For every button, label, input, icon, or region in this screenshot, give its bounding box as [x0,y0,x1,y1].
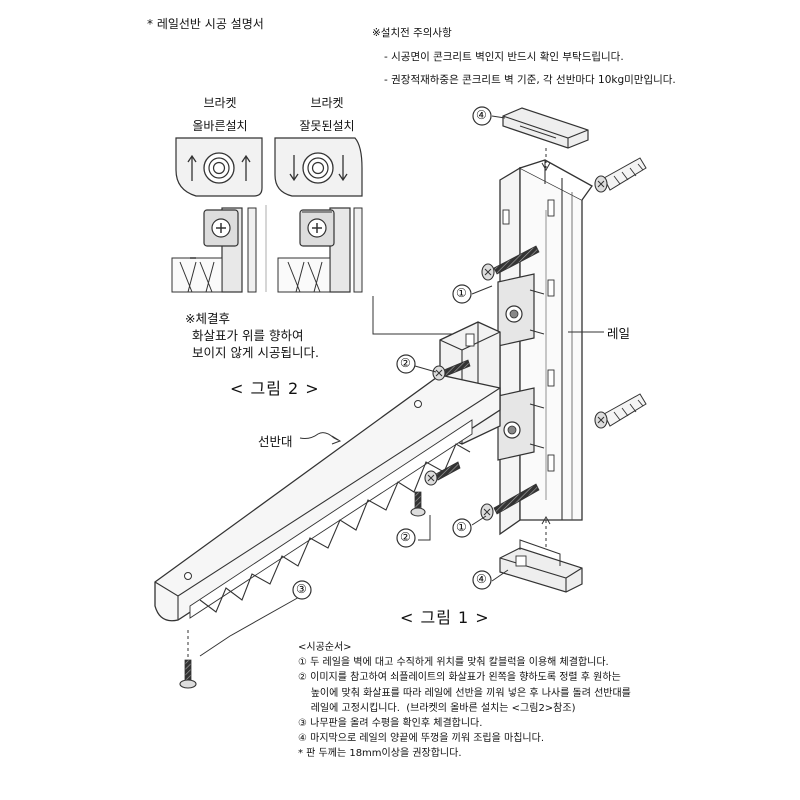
bracket-wrong-label: 브라켓 [310,96,344,110]
step-thickness-note: * 판 두께는 18mm이상을 권장합니다. [298,748,462,760]
shelf-screw-2 [410,491,426,517]
screw-lower [480,483,540,521]
bracket-correct-label: 브라켓 [203,96,237,110]
step-4: ④ 마지막으로 레일의 양끝에 뚜껑을 끼워 조립을 마칩니다. [298,733,544,745]
steps-heading: <시공순서> [298,642,352,653]
install-steps: <시공순서> ① 두 레일을 벽에 대고 수직하게 위치를 맞춰 칼블럭을 이용… [298,640,631,762]
top-end-cap [502,107,589,149]
callout-2-upper: ② [400,356,411,370]
fig2-note-2: 화살표가 위를 향하여 [192,328,304,343]
callout-circles [292,106,492,600]
notice-line-2: - 권장적재하중은 콘크리트 벽 기준, 각 선반마다 10kg미만입니다. [384,74,676,86]
fig2-note-3: 보이지 않게 시공됩니다. [192,345,319,360]
lower-bracket-plate [497,387,545,461]
bracket-wrong-icon [274,137,363,197]
figure-2-caption: < 그림 2 > [230,379,320,398]
shelf-bracket [154,321,501,622]
callout-4-top: ④ [476,108,487,122]
callout-1-upper: ① [456,286,467,300]
figure-1-caption: < 그림 1 > [400,608,490,627]
fig2-note-1: ※체결후 [185,311,230,326]
screw-upper [481,245,540,281]
rail [499,159,593,536]
callout-1-lower: ① [456,520,467,534]
step-2-cont-2: 레일에 고정시킵니다. (브라켓의 올바른 설치는 <그림2>참조) [298,702,576,714]
bracket-correct-icon [175,137,263,197]
wall-anchor-upper [594,157,647,193]
bracket-correct-detail [171,207,258,293]
step-2: ② 이미지를 참고하여 쇠플레이트의 화살표가 왼쪽을 향하도록 정렬 후 원하… [298,672,621,684]
step-2-cont-1: 높이에 맞춰 화살표를 따라 레일에 선반을 끼워 넣은 후 나사를 돌려 선반… [298,687,631,699]
step-1: ① 두 레일을 벽에 대고 수직하게 위치를 맞춰 칼블럭을 이용해 체결합니다… [298,657,609,669]
upper-bracket-plate [497,273,545,347]
correct-install-label: 올바른설치 [192,119,248,133]
wall-anchor-lower [594,393,647,429]
page-title: * 레일선반 시공 설명서 [147,17,264,31]
bottom-end-cap [499,539,583,593]
bracket-wrong-detail [277,207,363,293]
bracket-screw [424,359,471,486]
shelf-screw-3 [179,630,197,689]
notice-heading: ※설치전 주의사항 [372,27,452,39]
shelf-label: 선반대 [258,434,293,449]
callout-2-lower: ② [400,530,411,544]
step-3: ③ 나무판을 올려 수평을 확인후 체결합니다. [298,718,483,730]
notice-line-1: - 시공면이 콘크리트 벽인지 반드시 확인 부탁드립니다. [384,51,624,63]
callout-3: ③ [296,582,307,596]
rail-label: 레일 [607,326,631,341]
wrong-install-label: 잘못된설치 [299,119,355,133]
callout-4-bottom: ④ [476,572,487,586]
